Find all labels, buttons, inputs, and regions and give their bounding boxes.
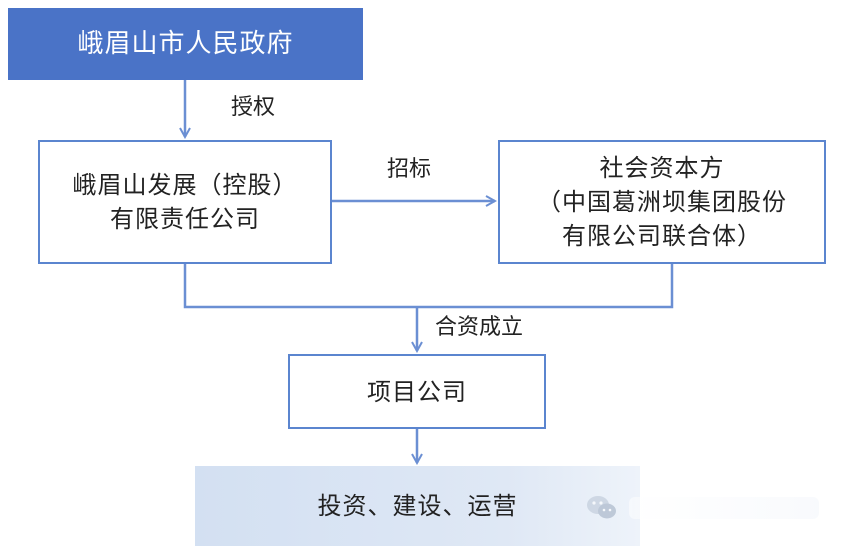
node-operations-label: 投资、建设、运营: [317, 492, 518, 520]
node-dev-holding: 峨眉山发展（控股） 有限责任公司: [38, 140, 332, 264]
node-government-label: 峨眉山市人民政府: [77, 29, 294, 59]
edge-jv-left: [183, 264, 417, 309]
node-project-company-label: 项目公司: [367, 377, 467, 406]
edge-label-tender: 招标: [387, 157, 432, 182]
wechat-icon: [587, 496, 616, 519]
watermark-blur: [629, 497, 819, 519]
watermark: [585, 490, 825, 526]
edge-label-joint-venture: 合资成立: [435, 315, 524, 340]
node-social-capital-line-1: 社会资本方: [599, 154, 725, 182]
edge-label-authorize: 授权: [231, 95, 276, 120]
node-social-capital-line-2: （中国葛洲坝集团股份: [537, 188, 787, 216]
node-dev-holding-line-2: 有限责任公司: [110, 205, 260, 233]
node-dev-holding-line-1: 峨眉山发展（控股）: [72, 171, 298, 199]
node-social-capital-line-3: 有限公司联合体）: [562, 222, 762, 250]
node-project-company: 项目公司: [288, 354, 546, 429]
node-operations: 投资、建设、运营: [195, 466, 640, 546]
edge-jv-right: [417, 264, 674, 309]
node-government: 峨眉山市人民政府: [8, 8, 363, 80]
node-social-capital: 社会资本方 （中国葛洲坝集团股份 有限公司联合体）: [498, 140, 826, 264]
